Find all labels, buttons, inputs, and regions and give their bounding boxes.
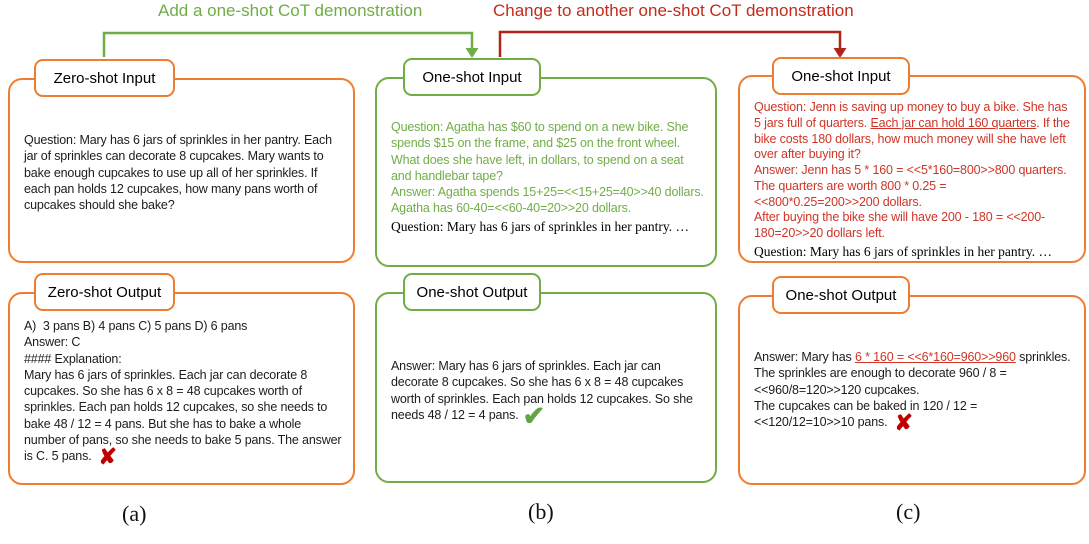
change-demo-arrow-label: Change to another one-shot CoT demonstra… xyxy=(493,1,854,20)
one-shot-output-box-b: Answer: Mary has 6 jars of sprinkles. Ea… xyxy=(375,292,717,483)
arrows-layer xyxy=(102,30,847,58)
add-demo-arrow xyxy=(102,31,479,58)
panel-caption-c: (c) xyxy=(896,499,921,524)
demo-question-green: Question: Agatha has $60 to spend on a n… xyxy=(391,120,689,183)
zero-shot-question: Question: Mary has 6 jars of sprinkles i… xyxy=(24,133,332,212)
demo-answer-red-line2: The quarters are worth 800 * 0.25 = <<80… xyxy=(754,178,947,209)
one-shot-answer-c-part1: Answer: Mary has 6 * 160 = <<6*160=960>>… xyxy=(754,350,1071,397)
one-shot-output-title-b: One-shot Output xyxy=(403,273,541,311)
zero-shot-explanation-header: #### Explanation: xyxy=(24,351,122,366)
one-shot-output-title-c: One-shot Output xyxy=(772,276,910,314)
one-shot-input-box-b: Question: Agatha has $60 to spend on a n… xyxy=(375,77,717,267)
zero-shot-input-box: Question: Mary has 6 jars of sprinkles i… xyxy=(8,78,355,263)
zero-shot-input-title: Zero-shot Input xyxy=(34,59,175,97)
one-shot-output-box-c: Answer: Mary has 6 * 160 = <<6*160=960>>… xyxy=(738,295,1086,485)
demo-answer-red-line1: Answer: Jenn has 5 * 160 = <<5*160=800>>… xyxy=(754,163,1067,177)
zero-shot-options-line: A) 3 pans B) 4 pans C) 5 pans D) 6 pans xyxy=(24,319,248,333)
task-question-c: Question: Mary has 6 jars of sprinkles i… xyxy=(754,243,1052,259)
one-shot-answer-c-part2: The cupcakes can be baked in 120 / 12 = … xyxy=(754,398,978,435)
demo-question-red: Question: Jenn is saving up money to buy… xyxy=(754,100,1070,162)
task-question-b: Question: Mary has 6 jars of sprinkles i… xyxy=(391,218,689,234)
one-shot-input-box-c: Question: Jenn is saving up money to buy… xyxy=(738,75,1086,263)
demo-answer-green-line2: Agatha has 60-40=<<60-40=20>>20 dollars. xyxy=(391,201,632,216)
demo-answer-green-line1: Answer: Agatha spends 15+25=<<15+25=40>>… xyxy=(391,185,704,199)
zero-shot-answer-line: Answer: C xyxy=(24,335,81,350)
one-shot-input-title-c: One-shot Input xyxy=(772,57,910,95)
change-demo-arrow xyxy=(498,30,847,58)
underlined-error-phrase: 6 * 160 = <<6*160=960>>960 xyxy=(854,350,1016,364)
add-demo-arrow-label: Add a one-shot CoT demonstration xyxy=(158,1,423,20)
demo-answer-red-line3: After buying the bike she will have 200 … xyxy=(754,210,1046,240)
underlined-demo-phrase: Each jar can hold 160 quarters xyxy=(870,115,1037,130)
one-shot-answer-b: Answer: Mary has 6 jars of sprinkles. Ea… xyxy=(391,359,693,431)
panel-caption-a: (a) xyxy=(122,501,147,526)
zero-shot-explanation: Mary has 6 jars of sprinkles. Each jar c… xyxy=(24,367,342,469)
zero-shot-output-box: A) 3 pans B) 4 pans C) 5 pans D) 6 pans … xyxy=(8,292,355,485)
zero-shot-output-title: Zero-shot Output xyxy=(34,273,175,311)
panel-caption-b: (b) xyxy=(528,499,554,524)
one-shot-input-title-b: One-shot Input xyxy=(403,58,541,96)
